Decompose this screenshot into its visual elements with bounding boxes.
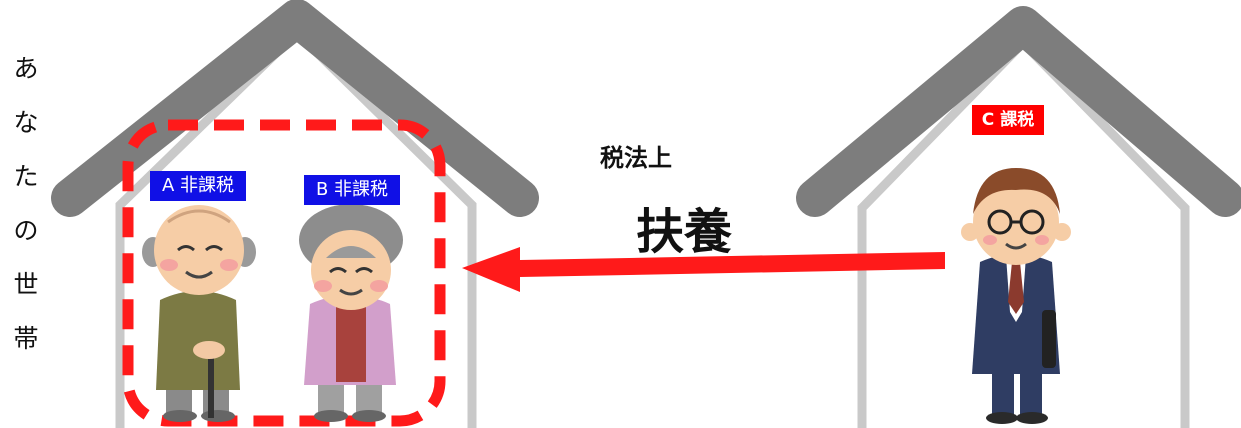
household-label-char: の: [13, 216, 39, 245]
household-label-char: あ: [13, 54, 39, 83]
relation-title: 扶養: [636, 204, 733, 260]
household-label-char: 帯: [13, 324, 39, 353]
person-a-badge: A 非課税: [150, 171, 246, 201]
house-icon-left: [51, 0, 539, 428]
house-icon-right: [796, 6, 1241, 428]
household-label-char: な: [13, 108, 39, 137]
household-label: あ な た の 世 帯: [8, 42, 44, 366]
person-c-badge: C 課税: [972, 105, 1044, 135]
arrow-left-icon: [462, 247, 945, 292]
household-label-char: 世: [13, 270, 39, 299]
businessman-icon: [961, 168, 1071, 424]
household-label-char: た: [13, 162, 39, 191]
grandmother-icon: [299, 204, 403, 422]
household-highlight: [122, 119, 446, 427]
grandfather-icon: [142, 205, 256, 422]
person-b-badge: B 非課税: [304, 175, 400, 205]
relation-subtitle: 税法上: [600, 144, 672, 172]
